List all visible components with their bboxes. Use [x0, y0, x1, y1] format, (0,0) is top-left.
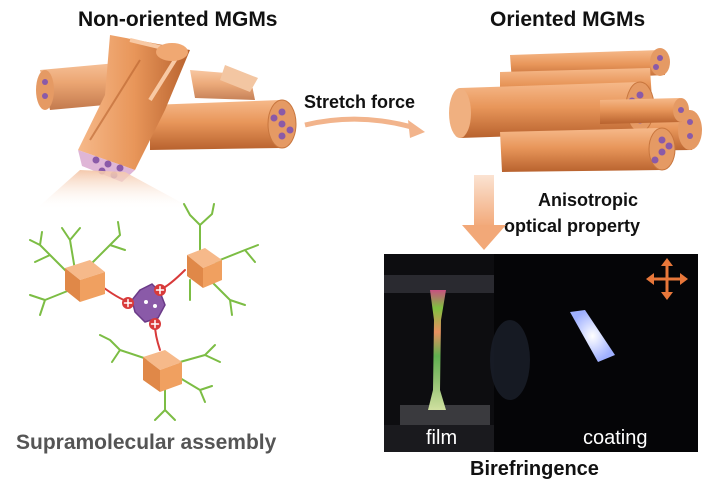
title-oriented: Oriented MGMs: [490, 8, 646, 31]
plus-charge-icon: [122, 284, 166, 330]
label-anisotropic-2: optical property: [504, 216, 641, 236]
label-stretch-force: Stretch force: [304, 92, 416, 112]
label-anisotropic-1: Anisotropic: [538, 190, 639, 210]
birefringence-photo: [384, 254, 698, 452]
four-way-arrow-icon: [646, 258, 688, 300]
stretch-force-arrow: [304, 116, 416, 131]
magnification-cone: [35, 170, 195, 210]
label-film: film: [426, 427, 458, 449]
label-birefringence: Birefringence: [470, 458, 599, 480]
oriented-bundle: [449, 48, 702, 172]
title-non-oriented: Non-oriented MGMs: [78, 8, 278, 31]
label-supramolecular: Supramolecular assembly: [16, 431, 277, 454]
label-coating: coating: [583, 427, 648, 449]
supramolecular-assembly: [29, 203, 259, 421]
cube-1: [65, 260, 105, 302]
cube-2: [187, 248, 222, 288]
cube-3: [143, 350, 182, 392]
non-oriented-bundle: [36, 35, 297, 182]
down-arrow: [462, 175, 506, 250]
